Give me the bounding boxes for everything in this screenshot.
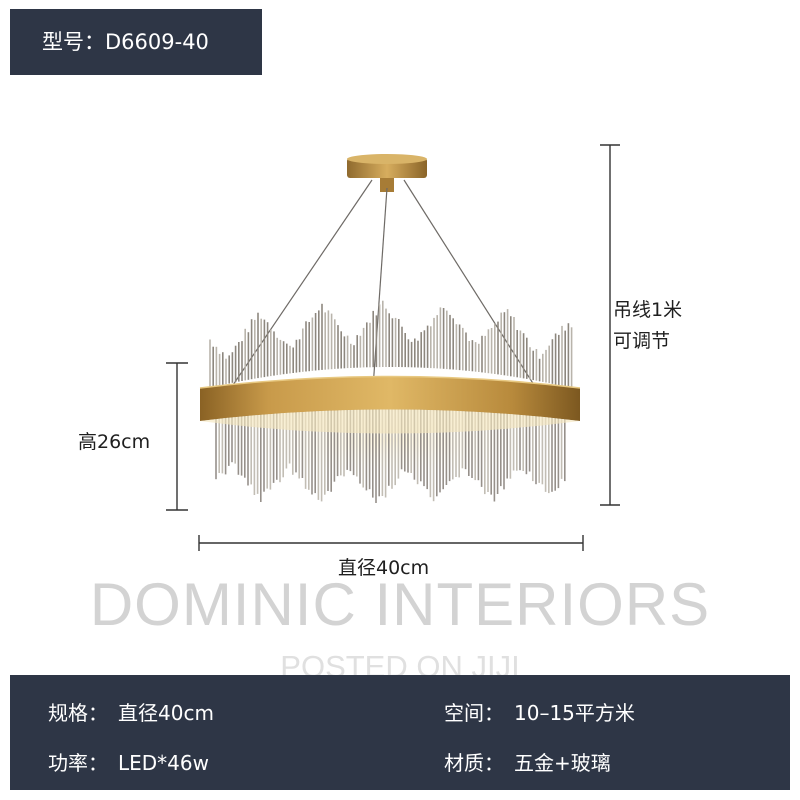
spec-space-value: 10–15平方米 [514, 701, 635, 725]
upper-crystal-rods [209, 300, 573, 388]
cable-dimension-line [600, 144, 620, 506]
spec-size-label: 规格： [48, 701, 108, 725]
diameter-dimension-line [198, 535, 584, 551]
model-label: 型号： [42, 30, 105, 54]
spec-size: 规格： 直径40cm [48, 697, 214, 726]
spec-material-label: 材质： [444, 751, 504, 775]
canopy [347, 154, 427, 192]
spec-panel: 规格： 直径40cm 空间： 10–15平方米 功率： LED*46w 材质： 五金+玻… [10, 675, 790, 790]
spec-material: 材质： 五金+玻璃 [444, 747, 611, 776]
model-badge: 型号：D6609-40 [10, 9, 262, 75]
spec-power-label: 功率： [48, 751, 108, 775]
height-label: 高26cm [78, 431, 151, 453]
cable-length-label: 吊线1米 可调节 [613, 295, 682, 357]
spec-size-value: 直径40cm [118, 701, 214, 725]
model-number: D6609-40 [105, 30, 209, 54]
spec-material-value: 五金+玻璃 [514, 751, 611, 775]
watermark-brand: DOMINIC INTERIORS [89, 571, 711, 638]
spec-space-label: 空间： [444, 701, 504, 725]
diameter-label: 直径40cm [338, 557, 430, 579]
spec-power: 功率： LED*46w [48, 747, 209, 776]
spec-power-value: LED*46w [118, 751, 209, 775]
cable-length-line1: 吊线1米 [613, 299, 683, 321]
height-dimension-line [166, 362, 188, 511]
cable-length-line2: 可调节 [613, 330, 671, 352]
spec-space: 空间： 10–15平方米 [444, 697, 635, 726]
gold-ring [199, 375, 581, 434]
suspension-cables [232, 179, 535, 389]
